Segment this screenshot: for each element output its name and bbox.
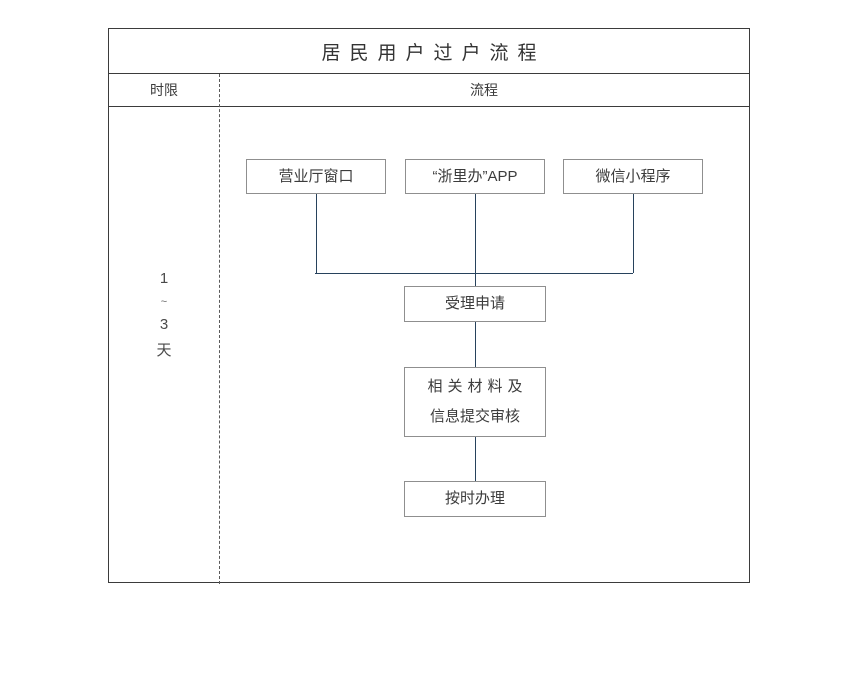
flow-node-submit-materials[interactable]: 相关材料及 信息提交审核 xyxy=(404,367,546,437)
column-header-row: 时限 流程 xyxy=(109,74,749,107)
duration-cell: 1 ~ 3 天 xyxy=(109,107,219,582)
flow-node-label-line2: 信息提交审核 xyxy=(429,408,520,425)
flow-node-wechat-miniprogram[interactable]: 微信小程序 xyxy=(563,159,703,194)
flow-node-label: 受理申请 xyxy=(444,295,505,312)
connector-app-drop xyxy=(474,194,476,273)
duration-line-tilde: ~ xyxy=(160,295,168,308)
flow-node-accept-application[interactable]: 受理申请 xyxy=(404,286,546,322)
connector-wechat-drop xyxy=(632,194,634,273)
flow-node-label: 营业厅窗口 xyxy=(278,167,354,185)
flow-node-label: 按时办理 xyxy=(444,490,505,507)
duration-line-unit: 天 xyxy=(156,341,172,359)
flow-node-label: 微信小程序 xyxy=(595,167,671,185)
column-divider xyxy=(219,74,220,584)
column-header-time-limit: 时限 xyxy=(150,82,178,98)
connector-hall-drop xyxy=(315,194,317,273)
flowchart-body: 1 ~ 3 天 营业厅窗口 “浙里办”APP 微信小程序 受理申请 相关材料及 … xyxy=(109,107,749,582)
duration-line-3: 3 xyxy=(159,315,169,333)
duration-line-1: 1 xyxy=(159,269,169,287)
page-title: 居民用户过户流程 xyxy=(321,42,546,64)
column-header-flow: 流程 xyxy=(470,82,498,98)
flow-node-service-hall[interactable]: 营业厅窗口 xyxy=(246,159,386,194)
connector-materials-to-process xyxy=(474,437,476,481)
connector-join-bus xyxy=(315,272,633,274)
flow-node-label-line1: 相关材料及 xyxy=(427,378,528,395)
flow-node-process-on-time[interactable]: 按时办理 xyxy=(404,481,546,517)
connector-accept-to-materials xyxy=(474,322,476,367)
flowchart-table: 居民用户过户流程 时限 流程 1 ~ 3 天 营业厅窗口 “浙里办”APP xyxy=(108,28,750,584)
flow-node-zhelib-app[interactable]: “浙里办”APP xyxy=(405,159,545,194)
title-row: 居民用户过户流程 xyxy=(109,29,749,74)
connector-to-accept xyxy=(474,272,476,286)
flow-node-label: “浙里办”APP xyxy=(432,167,518,185)
